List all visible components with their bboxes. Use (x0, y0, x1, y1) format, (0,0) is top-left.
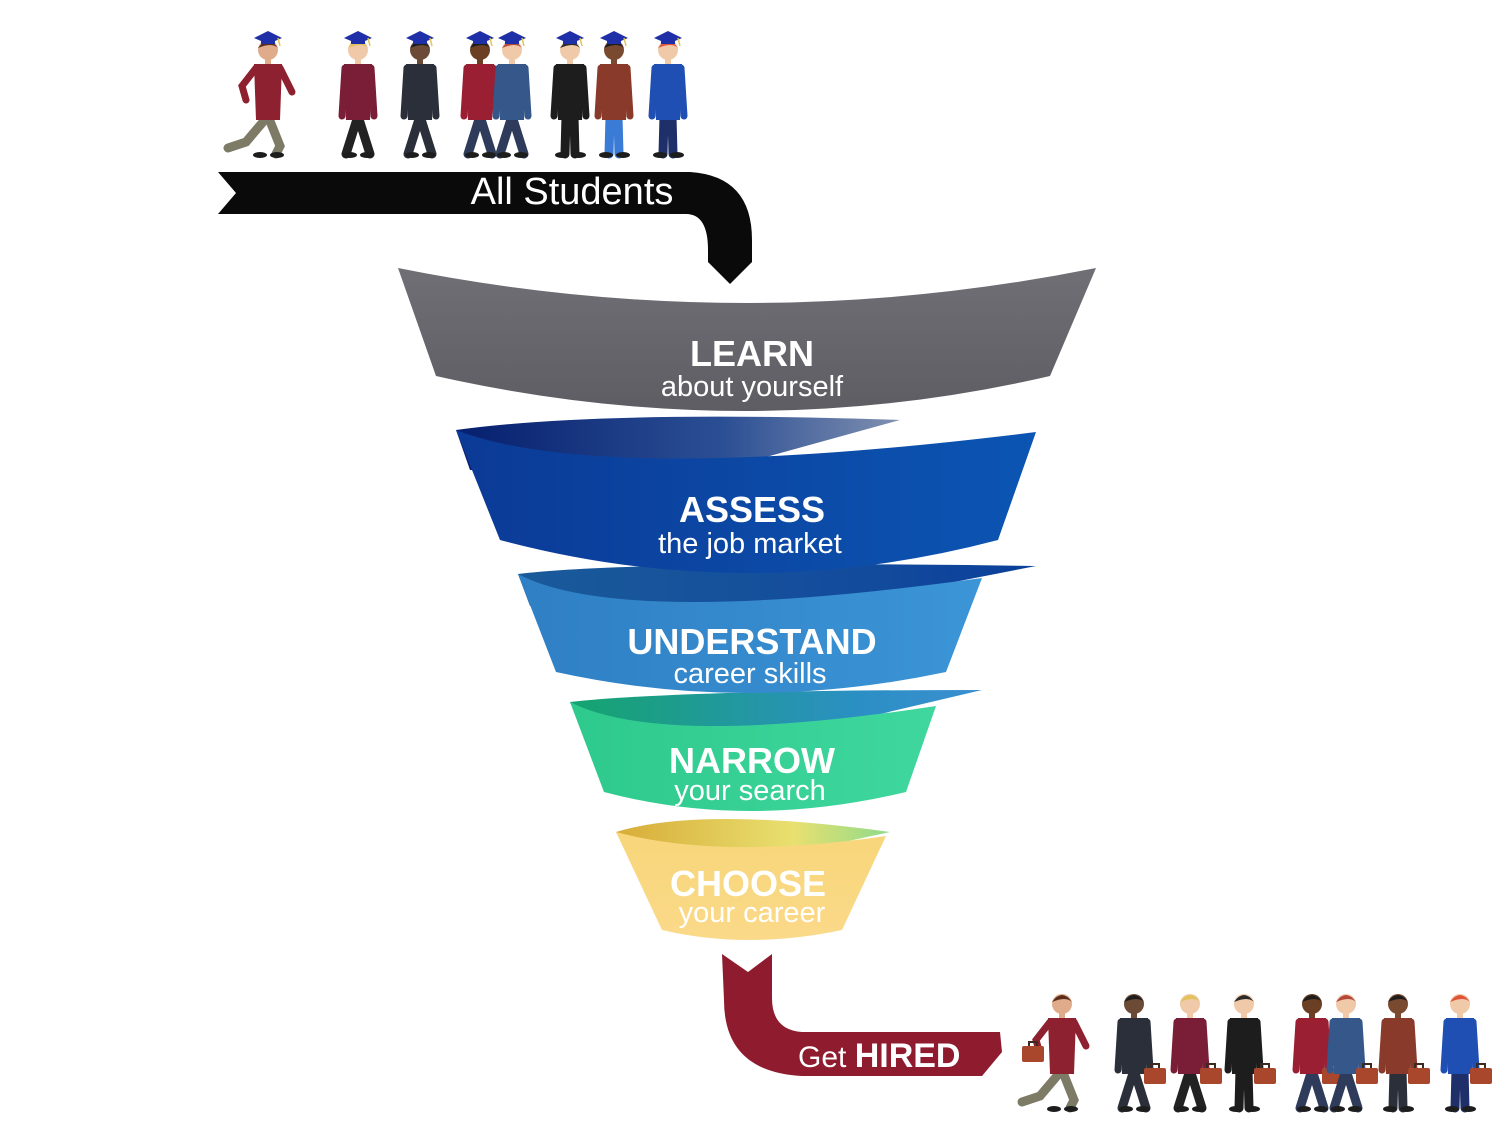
professional-with-briefcase-icon (1224, 994, 1276, 1113)
get-hired-label: Get HIRED (798, 1037, 961, 1075)
narrow-band (570, 702, 936, 811)
graduate-student-icon (223, 31, 296, 159)
learn-band (398, 268, 1096, 411)
understand-title: UNDERSTAND (627, 621, 876, 662)
graduate-student-icon (550, 31, 590, 159)
all-students-banner: All Students (218, 171, 752, 284)
graduation-cap-icon (254, 31, 282, 47)
professional-with-briefcase-icon (1114, 994, 1166, 1113)
students-group (223, 31, 688, 159)
funnel (398, 268, 1096, 940)
get-hired-banner: Get HIRED (722, 954, 1002, 1076)
choose-band (616, 832, 886, 940)
briefcase-icon (1144, 1063, 1166, 1084)
graduation-cap-icon (344, 31, 372, 47)
graduation-cap-icon (498, 31, 526, 47)
professional-with-briefcase-icon (1378, 994, 1430, 1113)
graduation-cap-icon (556, 31, 584, 47)
graduate-student-icon (338, 31, 378, 159)
learn-title: LEARN (690, 333, 814, 374)
briefcase-icon (1022, 1041, 1044, 1062)
graduate-student-icon (460, 31, 500, 159)
learn-subtitle: about yourself (661, 371, 844, 403)
briefcase-icon (1200, 1063, 1222, 1084)
briefcase-icon (1356, 1063, 1378, 1084)
graduate-student-icon (400, 31, 440, 159)
understand-subtitle: career skills (673, 658, 826, 690)
assess-title: ASSESS (679, 489, 825, 530)
hired-professionals-group (1017, 994, 1492, 1113)
choose-title: CHOOSE (670, 863, 826, 904)
professional-with-briefcase-icon (1017, 994, 1090, 1113)
professional-with-briefcase-icon (1326, 994, 1378, 1113)
briefcase-icon (1470, 1063, 1492, 1084)
narrow-title: NARROW (669, 740, 835, 781)
graduate-student-icon (594, 31, 634, 159)
assess-band (456, 430, 1036, 573)
briefcase-icon (1408, 1063, 1430, 1084)
assess-subtitle: the job market (658, 528, 842, 560)
graduate-student-icon (492, 31, 532, 159)
understand-band (518, 574, 982, 693)
all-students-label: All Students (471, 171, 674, 213)
graduation-cap-icon (654, 31, 682, 47)
briefcase-icon (1254, 1063, 1276, 1084)
graduation-cap-icon (600, 31, 628, 47)
graduation-cap-icon (466, 31, 494, 47)
graduation-cap-icon (406, 31, 434, 47)
graduate-student-icon (648, 31, 688, 159)
narrow-subtitle: your search (674, 775, 826, 807)
professional-with-briefcase-icon (1440, 994, 1492, 1113)
professional-with-briefcase-icon (1170, 994, 1222, 1113)
stage-labels: LEARN about yourself ASSESS the job mark… (627, 333, 876, 929)
choose-subtitle: your career (679, 897, 826, 929)
